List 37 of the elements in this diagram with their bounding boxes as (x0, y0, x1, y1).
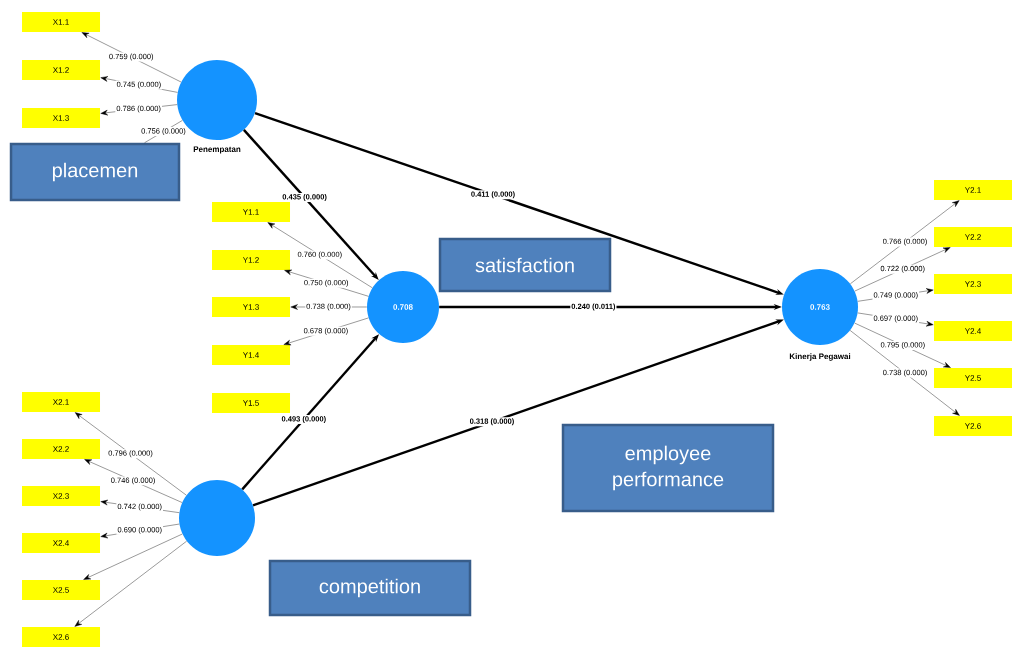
construct-name: Penempatan (193, 146, 241, 154)
loading-arrow (267, 222, 373, 288)
indicator-box: X1.2 (22, 60, 100, 80)
construct-circle (179, 480, 255, 556)
indicator-box: Y1.4 (212, 345, 290, 365)
label-box: satisfaction (438, 237, 612, 293)
indicator-box: Y2.6 (934, 416, 1012, 436)
indicator-box: Y2.5 (934, 368, 1012, 388)
label-box: competition (268, 559, 472, 617)
loading-arrow (83, 533, 183, 580)
indicator-box: Y1.2 (212, 250, 290, 270)
indicator-box: Y2.4 (934, 321, 1012, 341)
indicator-box: Y1.5 (212, 393, 290, 413)
indicator-box: X2.2 (22, 439, 100, 459)
indicator-box: X2.1 (22, 392, 100, 412)
construct-name: Kinerja Pegawai (789, 353, 851, 361)
indicator-box: X2.5 (22, 580, 100, 600)
indicator-box: X1.3 (22, 108, 100, 128)
label-box: employee performance (561, 423, 775, 513)
label-box: placemen (9, 142, 181, 202)
loading-arrow (84, 459, 183, 503)
indicator-box: Y1.3 (212, 297, 290, 317)
loading-arrow (849, 330, 960, 416)
loading-arrow (81, 32, 182, 83)
indicator-box: Y2.1 (934, 180, 1012, 200)
loading-arrow (854, 322, 951, 368)
indicator-box: X1.1 (22, 12, 100, 32)
indicator-box: Y2.3 (934, 274, 1012, 294)
indicator-box: X2.3 (22, 486, 100, 506)
indicator-box: X2.6 (22, 627, 100, 647)
indicator-box: Y1.1 (212, 202, 290, 222)
indicator-box: X2.4 (22, 533, 100, 553)
indicator-box: Y2.2 (934, 227, 1012, 247)
loading-arrow (74, 540, 187, 627)
loading-arrow (850, 200, 960, 284)
loading-arrow (854, 247, 951, 292)
loading-arrow (74, 412, 187, 496)
